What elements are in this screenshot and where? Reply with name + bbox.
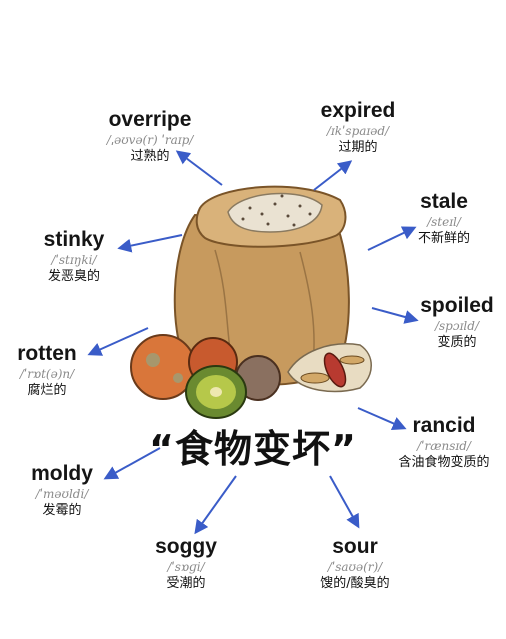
page-title: “食物变坏” (149, 427, 357, 471)
chinese-meaning: 含油食物变质的 (398, 455, 490, 470)
arrow-expired (313, 160, 353, 191)
arrow-soggy (194, 475, 237, 535)
chinese-meaning: 不新鲜的 (417, 231, 470, 246)
arrow-stinky (117, 234, 183, 253)
phonetic: /ˈrɒt(ə)n/ (19, 367, 75, 381)
word-rancid: rancid /ˈrænsɪd/ 含油食物变质的 (384, 414, 504, 472)
english-word: sour (332, 535, 378, 558)
english-word: rancid (412, 414, 476, 437)
rotten-fruits (130, 334, 281, 419)
english-word: expired (320, 99, 396, 122)
word-stinky: stinky /ˈstɪŋki/ 发恶臭的 (24, 228, 124, 286)
word-moldy: moldy /ˈməʊldi/ 发霉的 (14, 462, 110, 520)
word-soggy: soggy /ˈsɒɡi/ 受潮的 (136, 535, 236, 593)
word-spoiled: spoiled /spɔɪld/ 变质的 (412, 294, 502, 352)
chinese-meaning: 腐烂的 (27, 383, 67, 398)
word-stale: stale /steɪl/ 不新鲜的 (394, 190, 494, 248)
phonetic: /steɪl/ (427, 215, 461, 229)
word-rotten: rotten /ˈrɒt(ə)n/ 腐烂的 (2, 342, 92, 400)
word-overripe: overripe /ˌəʊvə(r) ˈraɪp/ 过熟的 (70, 108, 230, 166)
phonetic: /ˈstɪŋki/ (51, 253, 97, 267)
english-word: overripe (108, 108, 192, 131)
arrow-moldy (103, 447, 161, 480)
phonetic: /ɪkˈspaɪəd/ (326, 124, 390, 138)
arrow-spoiled (371, 307, 419, 324)
arrow-rotten (87, 327, 149, 356)
chinese-meaning: 发霉的 (42, 503, 82, 518)
phonetic: /ˈsɒɡi/ (167, 560, 205, 574)
chinese-meaning: 变质的 (437, 335, 477, 350)
english-word: moldy (31, 462, 93, 485)
english-word: rotten (17, 342, 77, 365)
word-expired: expired /ɪkˈspaɪəd/ 过期的 (298, 99, 418, 157)
phonetic: /ˈməʊldi/ (35, 487, 89, 501)
chinese-meaning: 发恶臭的 (47, 269, 100, 284)
arrow-sour (329, 475, 360, 529)
arrow-rancid (357, 407, 407, 430)
english-word: stale (420, 190, 468, 213)
chinese-meaning: 受潮的 (166, 576, 206, 591)
english-word: soggy (155, 535, 217, 558)
arrows (87, 150, 419, 535)
phonetic: /ˈsaʊə(r)/ (327, 560, 383, 574)
phonetic: /ˈrænsɪd/ (417, 439, 471, 453)
phonetic: /spɔɪld/ (434, 319, 479, 333)
chinese-meaning: 过熟的 (130, 149, 170, 164)
chinese-meaning: 馊的/酸臭的 (320, 576, 390, 591)
english-word: stinky (43, 228, 105, 251)
arrow-stale (367, 226, 417, 251)
word-sour: sour /ˈsaʊə(r)/ 馊的/酸臭的 (300, 535, 410, 593)
phonetic: /ˌəʊvə(r) ˈraɪp/ (106, 133, 194, 147)
english-word: spoiled (420, 294, 494, 317)
spoiled-snacks (287, 343, 372, 393)
chinese-meaning: 过期的 (338, 140, 378, 155)
arrow-overripe (175, 150, 223, 186)
